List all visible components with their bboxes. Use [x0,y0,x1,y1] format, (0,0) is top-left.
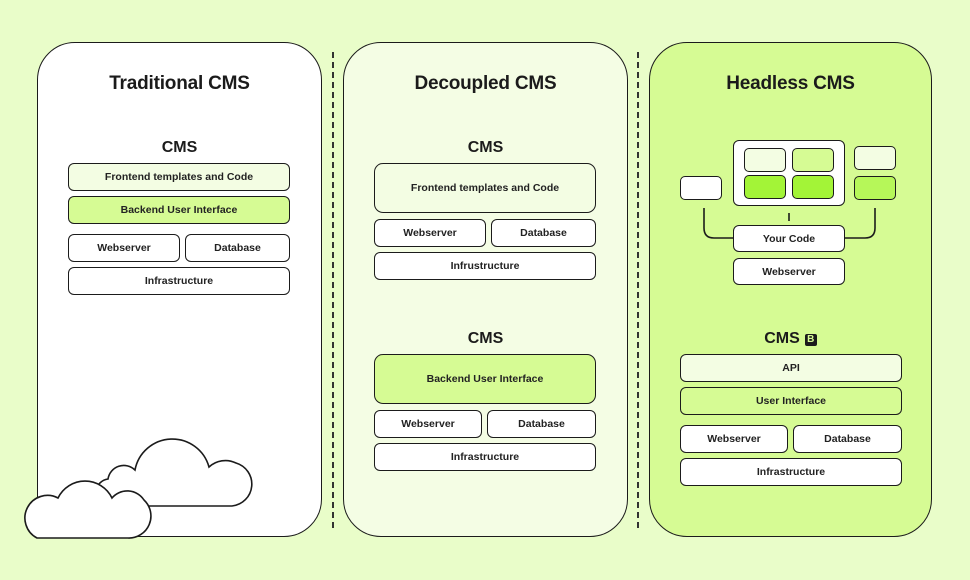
client-device-left [680,176,722,200]
cms-logo-icon: B [804,334,817,346]
app-tile [744,175,786,199]
database-layer: Database [185,234,290,262]
decoupled-cms-panel: Decoupled CMS CMS Frontend templates and… [343,42,628,537]
your-code-layer: Your Code [733,225,845,252]
user-interface-layer: User Interface [680,387,902,415]
frontend-templates-layer: Frontend templates and Code [68,163,290,191]
client-app-frame [733,140,845,206]
app-tile [744,148,786,172]
database-layer: Database [487,410,596,438]
api-layer: API [680,354,902,382]
traditional-title: Traditional CMS [109,73,250,94]
app-tile [792,175,834,199]
client-webserver-layer: Webserver [733,258,845,285]
cloud-front [24,480,152,539]
client-device-right-bottom [854,176,896,200]
infrastructure-layer: Infrustructure [374,252,596,280]
infrastructure-layer: Infrastructure [680,458,902,486]
headless-cms-label: CMS B [650,330,931,348]
infrastructure-layer: Infrastructure [68,267,290,295]
traditional-cms-label: CMS [161,139,198,156]
headless-cms-label-text: CMS [764,330,800,347]
database-layer: Database [491,219,596,247]
webserver-layer: Webserver [680,425,788,453]
headless-title: Headless CMS [726,73,855,94]
webserver-layer: Webserver [374,219,486,247]
database-layer: Database [793,425,902,453]
decoupled-frontend-cms-label: CMS [467,139,504,156]
webserver-layer: Webserver [68,234,180,262]
backend-ui-layer: Backend User Interface [68,196,290,224]
headless-cms-panel: Headless CMS Your Code Webserver CMS B AP… [649,42,932,537]
app-tile [792,148,834,172]
infrastructure-layer: Infrastructure [374,443,596,471]
connector-lines [703,208,876,239]
divider-traditional-decoupled [332,52,334,528]
frontend-templates-layer: Frontend templates and Code [374,163,596,213]
webserver-layer: Webserver [374,410,482,438]
decoupled-backend-cms-label: CMS [467,330,504,347]
client-device-right-top [854,146,896,170]
backend-ui-layer: Backend User Interface [374,354,596,404]
decoupled-title: Decoupled CMS [414,73,557,94]
cloud-back [95,438,253,507]
divider-decoupled-headless [637,52,639,528]
